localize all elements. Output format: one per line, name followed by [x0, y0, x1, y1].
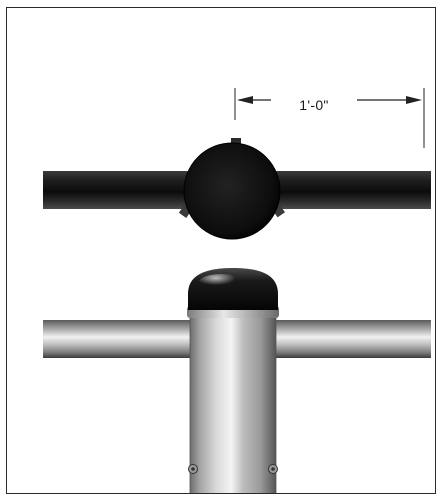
front-view: [43, 268, 431, 493]
round-cap-top-view: [184, 143, 280, 239]
product-drawing: [43, 88, 431, 493]
cap-tab-top: [231, 138, 241, 147]
steel-post: [190, 314, 276, 493]
dimension-line: [234, 88, 425, 148]
post-bolt-left: [188, 464, 198, 474]
drawing-frame: 1'-0": [6, 7, 436, 494]
dimension-label: 1'-0": [299, 97, 329, 113]
post-bolt-right: [268, 464, 278, 474]
top-view: [43, 88, 431, 240]
dome-cap: [188, 268, 278, 310]
